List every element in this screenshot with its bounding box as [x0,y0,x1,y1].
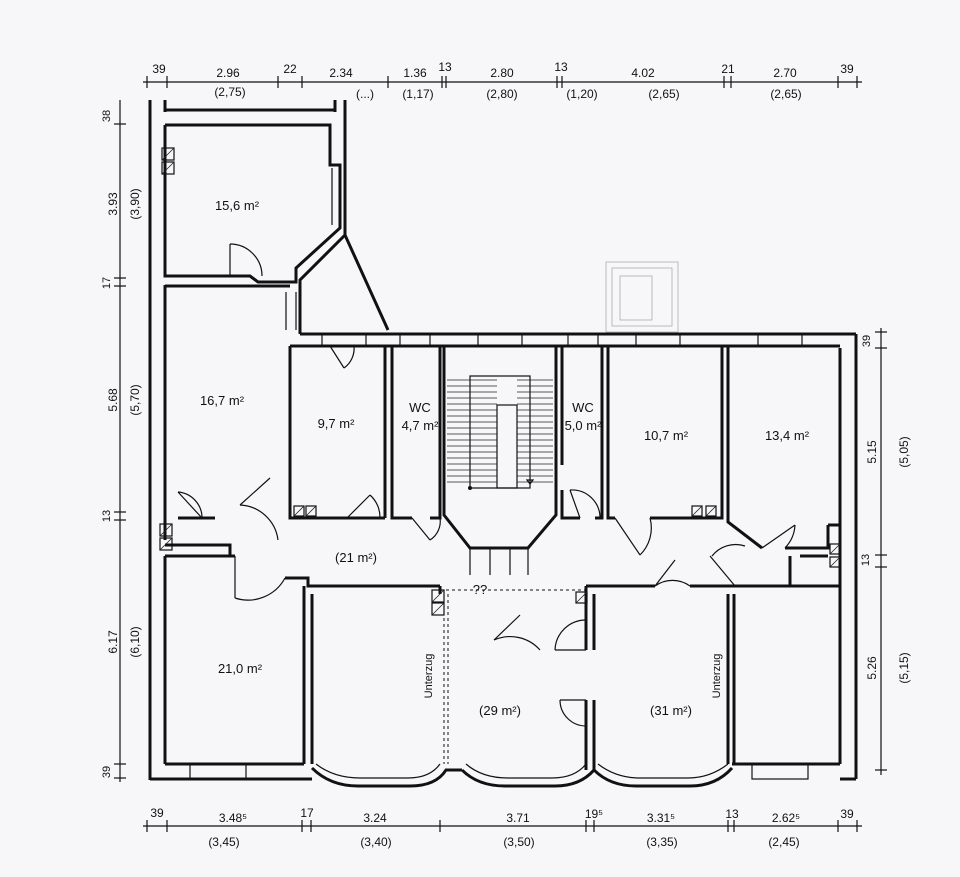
top-dim-2: 2.96 [216,66,240,80]
room-label-question: ?? [473,582,487,597]
right-dimension-chain: 39 5.15 (5,05) 13 5.26 (5,15) [860,328,911,775]
bottom-dim-1: 39 [150,806,164,820]
room-label-29: (29 m²) [479,703,521,718]
room-label-hall: (21 m²) [335,550,377,565]
bottom-dim-5: 3.71 [506,811,530,825]
right-dim-1: 39 [861,335,873,347]
bottom-dim-4-sub: (3,40) [360,835,391,849]
bottom-dim-10: 39 [840,807,854,821]
top-dim-8-sub: (1,20) [566,87,597,101]
room-label-31: (31 m²) [650,703,692,718]
left-dim-4-sub: (5,70) [128,384,142,415]
room-label-wc-2-area: 5,0 m² [565,418,603,433]
top-dim-9-sub: (2,65) [648,87,679,101]
left-dim-3: 17 [101,277,113,289]
bottom-dimension-chain: 39 3.48⁵ (3,45) 17 3.24 (3,40) 3.71 (3,5… [143,806,862,849]
beam-label-2: Unterzug [711,654,723,699]
top-dim-11-sub: (2,65) [770,87,801,101]
top-dim-4: 2.34 [329,66,353,80]
bottom-dim-9-sub: (2,45) [768,835,799,849]
bottom-dim-2: 3.48⁵ [219,811,247,825]
top-dim-3: 22 [283,62,297,76]
top-windows [321,333,803,347]
room-label-9-7: 9,7 m² [318,416,356,431]
left-dim-2-sub: (3,90) [128,188,142,219]
bottom-dim-6: 19⁵ [585,807,603,821]
top-dim-7-sub: (2,80) [486,87,517,101]
top-dimension-chain: 39 2.96 (2,75) 22 2.34 (...) 1.36 (1,17)… [143,60,862,101]
room-label-wc-1: WC [409,400,431,415]
bottom-dim-3: 17 [300,806,314,820]
staircase [447,375,553,575]
right-dim-3: 13 [860,554,872,566]
top-dim-5-sub: (1,17) [402,87,433,101]
bottom-dim-7: 3.31⁵ [647,811,675,825]
bottom-dim-4: 3.24 [363,811,387,825]
left-dim-5: 13 [101,510,113,522]
bottom-windows [189,763,809,788]
top-dim-10: 21 [721,62,735,76]
top-dim-2-sub: (2,75) [214,85,245,99]
top-dim-7: 2.80 [490,66,514,80]
chimneys [159,147,841,616]
room-labels: 15,6 m² 16,7 m² 9,7 m² WC 4,7 m² WC 5,0 … [200,198,810,718]
right-dim-2: 5.15 [865,440,879,464]
right-dim-2-sub: (5,05) [897,436,911,467]
bottom-dim-5-sub: (3,50) [503,835,534,849]
left-dim-4: 5.68 [106,388,120,412]
left-dim-6: 6.17 [106,630,120,654]
room-nw-walls [163,100,390,334]
room-label-10-7: 10,7 m² [644,428,689,443]
room-label-16-7: 16,7 m² [200,393,245,408]
right-dim-4: 5.26 [865,656,879,680]
beam-label-1: Unterzug [423,654,435,699]
top-dim-1: 39 [152,62,166,76]
bottom-dim-7-sub: (3,35) [646,835,677,849]
top-dim-6: 13 [438,60,452,74]
left-dim-1: 38 [101,110,113,122]
roof-hatch-outline [605,261,679,333]
door-nw [229,243,263,277]
left-dim-7: 39 [101,766,113,778]
beams [440,589,734,764]
room-label-wc-1-area: 4,7 m² [402,418,440,433]
bottom-dim-9: 2.62⁵ [772,811,800,825]
left-dim-6-sub: (6,10) [128,626,142,657]
top-dim-9: 4.02 [631,66,655,80]
room-label-wc-2: WC [572,400,594,415]
interior-walls [165,346,840,770]
top-dim-5: 1.36 [403,66,427,80]
bottom-dim-2-sub: (3,45) [208,835,239,849]
top-dim-8: 13 [554,60,568,74]
bottom-dim-8: 13 [725,807,739,821]
top-dim-12: 39 [840,62,854,76]
top-dim-4-sub: (...) [356,87,374,101]
room-label-21-0: 21,0 m² [218,661,263,676]
doors [177,345,796,727]
top-dim-11: 2.70 [773,66,797,80]
left-dim-2: 3.93 [106,192,120,216]
room-label-13-4: 13,4 m² [765,428,810,443]
left-dimension-chain: 38 3.93 (3,90) 17 5.68 (5,70) 13 6.17 (6… [101,100,142,782]
right-dim-4-sub: (5,15) [897,652,911,683]
room-label-15-6: 15,6 m² [215,198,260,213]
